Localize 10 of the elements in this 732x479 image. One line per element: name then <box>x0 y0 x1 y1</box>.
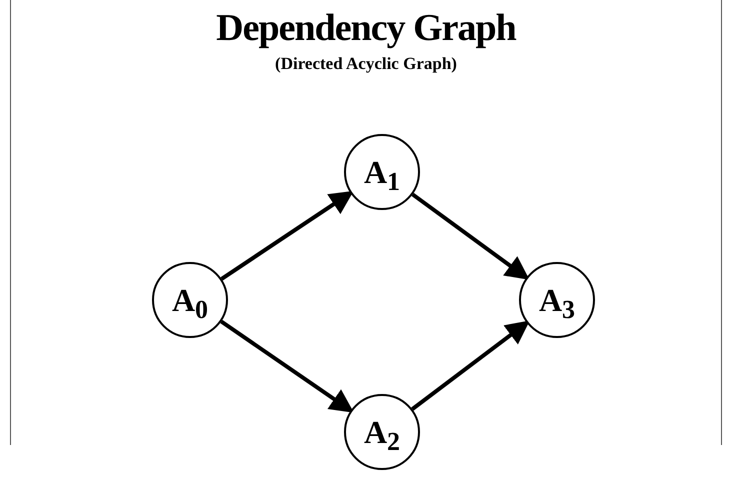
arrow <box>220 320 354 413</box>
node-label: A$_{2}$ <box>364 416 400 448</box>
diagram-subtitle: (Directed Acyclic Graph) <box>275 54 457 74</box>
arrow <box>220 190 354 281</box>
node-label: A$_{3}$ <box>538 284 576 316</box>
arrow <box>411 192 530 280</box>
node-label: A$_{0}$ <box>172 284 208 316</box>
node-label: A$_{1}$ <box>364 156 400 188</box>
arrow <box>411 320 530 411</box>
diagram-title: Dependency Graph <box>216 6 516 50</box>
